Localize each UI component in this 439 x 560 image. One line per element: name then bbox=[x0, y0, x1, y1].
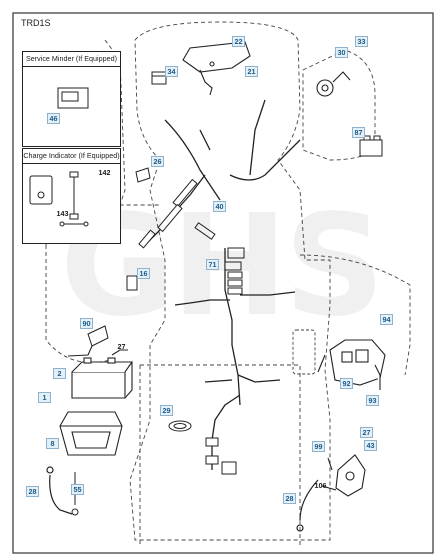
callout-27[interactable]: 27 bbox=[117, 342, 126, 351]
callout-94[interactable]: 94 bbox=[380, 314, 393, 325]
callout-1[interactable]: 1 bbox=[38, 392, 51, 403]
callout-2[interactable]: 2 bbox=[53, 368, 66, 379]
callout-46[interactable]: 46 bbox=[47, 113, 60, 124]
service-minder-inset: Service Minder (If Equipped) bbox=[22, 51, 121, 147]
charge-indicator-title: Charge Indicator (If Equipped) bbox=[23, 149, 120, 164]
callout-16[interactable]: 16 bbox=[137, 268, 150, 279]
callout-27-right[interactable]: 27 bbox=[360, 427, 373, 438]
callout-21[interactable]: 21 bbox=[245, 66, 258, 77]
callout-22[interactable]: 22 bbox=[232, 36, 245, 47]
callout-92[interactable]: 92 bbox=[340, 378, 353, 389]
callout-142[interactable]: 142 bbox=[98, 168, 111, 177]
footer-strip bbox=[0, 554, 439, 560]
callout-33[interactable]: 33 bbox=[355, 36, 368, 47]
callout-90[interactable]: 90 bbox=[80, 318, 93, 329]
callout-30[interactable]: 30 bbox=[335, 47, 348, 58]
callout-28-right[interactable]: 28 bbox=[283, 493, 296, 504]
callout-8[interactable]: 8 bbox=[46, 438, 59, 449]
callout-29[interactable]: 29 bbox=[160, 405, 173, 416]
callout-40[interactable]: 40 bbox=[213, 201, 226, 212]
callout-43[interactable]: 43 bbox=[364, 440, 377, 451]
callout-99[interactable]: 99 bbox=[312, 441, 325, 452]
callout-106[interactable]: 106 bbox=[314, 481, 327, 490]
callout-87[interactable]: 87 bbox=[352, 127, 365, 138]
diagram-code: TRD1S bbox=[21, 18, 51, 28]
charge-indicator-inset: Charge Indicator (If Equipped) bbox=[22, 148, 121, 244]
service-minder-title: Service Minder (If Equipped) bbox=[23, 52, 120, 67]
callout-93[interactable]: 93 bbox=[366, 395, 379, 406]
callout-34[interactable]: 34 bbox=[165, 66, 178, 77]
callout-55[interactable]: 55 bbox=[71, 484, 84, 495]
callout-143[interactable]: 143 bbox=[56, 209, 69, 218]
callout-28[interactable]: 28 bbox=[26, 486, 39, 497]
callout-71[interactable]: 71 bbox=[206, 259, 219, 270]
callout-26[interactable]: 26 bbox=[151, 156, 164, 167]
